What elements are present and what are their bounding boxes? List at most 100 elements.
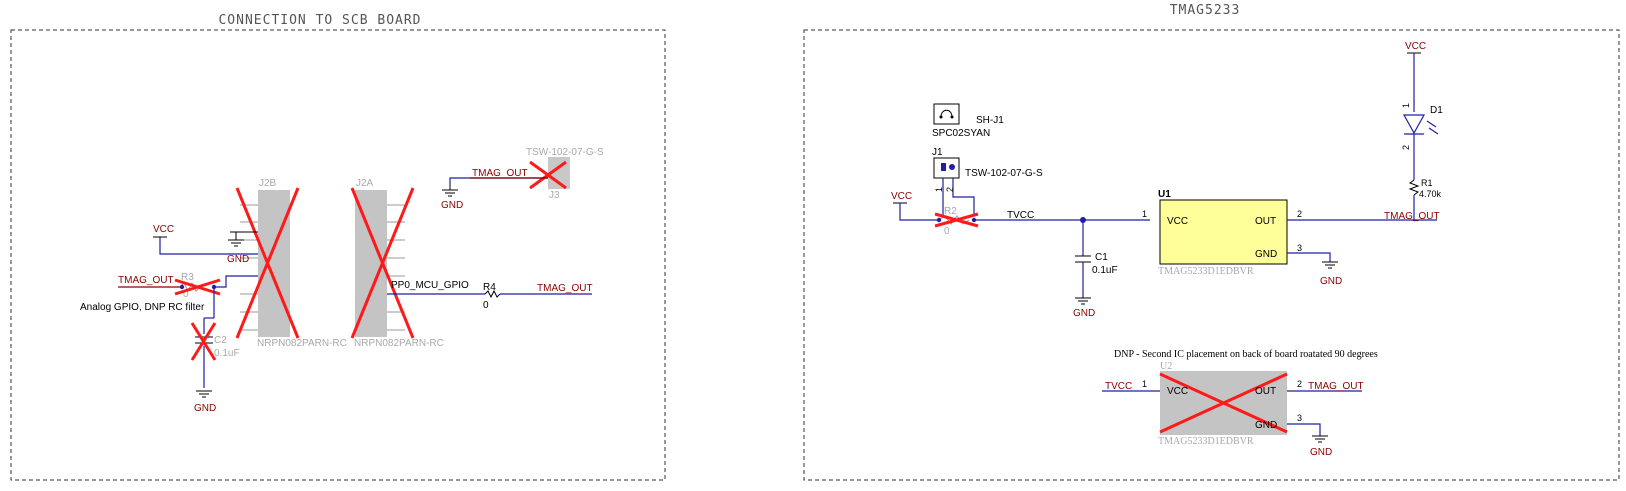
- c1-value-label: 0.1uF: [1092, 265, 1118, 276]
- wire-vcc-j2b: [159, 237, 258, 255]
- c2-value-label: 0.1uF: [214, 348, 240, 359]
- r2-value-label: 0: [944, 226, 950, 237]
- vcc-label-d1: VCC: [1405, 41, 1426, 52]
- r1-value-label: 4.70k: [1419, 189, 1442, 199]
- d1-ref-label: D1: [1430, 105, 1443, 116]
- r2-resistor[interactable]: [934, 212, 979, 228]
- wire-r3-j2b: [213, 275, 258, 318]
- u2-dnp-cross: [1159, 372, 1288, 434]
- u1-vcc-pin: VCC: [1167, 216, 1188, 227]
- analog-gpio-note: Analog GPIO, DNP RC filter: [80, 302, 205, 313]
- j3-ref-label: J3: [549, 190, 560, 201]
- c2-capacitor[interactable]: [190, 318, 217, 388]
- wire-u2-gnd: [1287, 423, 1321, 436]
- r1-resistor[interactable]: [1408, 179, 1420, 196]
- u2-gnd-pin: GND: [1255, 420, 1277, 431]
- wire-vcc-r2: [899, 203, 939, 221]
- u1-tmag-net: TMAG_OUT: [1384, 211, 1440, 222]
- j3-dnp-cross: [529, 160, 567, 190]
- j2b-ref-label: J2B: [259, 178, 277, 189]
- j2a-part-label: NRPN082PARN-RC: [354, 338, 444, 349]
- u1-out-pin: OUT: [1255, 216, 1276, 227]
- j3-header[interactable]: TSW-102-07-G-S J3: [526, 147, 604, 201]
- right-section-title: TMAG5233: [1170, 3, 1241, 18]
- d1-pin1: 1: [1401, 103, 1411, 108]
- dnp-note: DNP - Second IC placement on back of boa…: [1114, 349, 1378, 360]
- u1-ic[interactable]: [1159, 199, 1288, 265]
- gnd-symbol-c2: [196, 390, 212, 398]
- c2-dnp-cross: [190, 322, 217, 361]
- r3-ref-label: R3: [181, 272, 194, 283]
- gnd-label-c2: GND: [194, 403, 216, 414]
- u2-ref-label: U2: [1160, 361, 1172, 372]
- gnd-label-u1: GND: [1320, 276, 1342, 287]
- gnd-label-u2: GND: [1310, 447, 1332, 458]
- gnd-symbol-j2b: [228, 232, 244, 247]
- d1-led[interactable]: [1402, 114, 1439, 135]
- u2-pin1-num: 1: [1142, 379, 1147, 389]
- wire-u1-gnd: [1287, 252, 1331, 262]
- u2-ic[interactable]: [1159, 371, 1288, 435]
- j2b-part-label: NRPN082PARN-RC: [257, 338, 347, 349]
- pp0-net-label: PP0_MCU_GPIO: [391, 280, 469, 291]
- u1-pin3-num: 3: [1297, 243, 1302, 253]
- u2-tmag-net: TMAG_OUT: [1308, 381, 1364, 392]
- j2a-ref-label: J2A: [356, 178, 374, 189]
- r4-value-label: 0: [483, 300, 489, 311]
- vcc-label-r2: VCC: [891, 191, 912, 202]
- vcc-label-left: VCC: [153, 224, 174, 235]
- j3-part-label: TSW-102-07-G-S: [526, 147, 604, 158]
- gnd-symbol-c1: [1075, 297, 1091, 305]
- j1-header[interactable]: [933, 157, 960, 179]
- r4-tmag-net: TMAG_OUT: [537, 283, 593, 294]
- j2b-dnp-cross: [235, 187, 300, 339]
- c1-capacitor[interactable]: [1075, 255, 1091, 263]
- shj1-part-label: SPC02SYAN: [932, 128, 990, 139]
- u2-pin2-num: 2: [1297, 379, 1302, 389]
- left-section-title: CONNECTION TO SCB BOARD: [218, 13, 421, 28]
- gnd-label-c1: GND: [1073, 308, 1095, 319]
- r1-ref-label: R1: [1421, 178, 1433, 188]
- r2-ref-label: R2: [944, 206, 957, 217]
- u2-out-pin: OUT: [1255, 386, 1276, 397]
- r4-ref-label: R4: [483, 282, 496, 293]
- j1-pin2: 2: [945, 187, 955, 192]
- r3-value-label: 0: [183, 289, 189, 300]
- r3-dnp-cross: [174, 278, 221, 296]
- left-section-frame: [10, 29, 666, 481]
- u2-part-label: TMAG5233D1EDBVR: [1158, 436, 1254, 447]
- j3-tmag-net: TMAG_OUT: [472, 168, 528, 179]
- c1-ref-label: C1: [1095, 252, 1108, 263]
- shj1-ref-label: SH-J1: [976, 115, 1004, 126]
- right-section-frame: [803, 29, 1620, 481]
- u1-pin2-num: 2: [1297, 209, 1302, 219]
- r2-dnp-cross: [934, 212, 979, 228]
- u1-part-label: TMAG5233D1EDBVR: [1158, 266, 1254, 277]
- gnd-symbol-u1: [1322, 261, 1338, 269]
- u1-pin1-num: 1: [1142, 209, 1147, 219]
- c2-ref-label: C2: [214, 335, 227, 346]
- gnd-symbol-j3: [442, 184, 458, 197]
- u2-vcc-pin: VCC: [1167, 386, 1188, 397]
- r3-tmag-net: TMAG_OUT: [118, 275, 174, 286]
- gnd-label-j2b: GND: [227, 254, 249, 265]
- gnd-label-j3: GND: [441, 200, 463, 211]
- shj1-shunt[interactable]: [933, 103, 960, 125]
- tvcc-net-label: TVCC: [1007, 210, 1034, 221]
- j2b-connector[interactable]: [235, 187, 300, 339]
- gnd-symbol-u2: [1312, 435, 1328, 443]
- u2-pin3-num: 3: [1297, 413, 1302, 423]
- j1-ref-label: J1: [932, 147, 943, 158]
- d1-pin2: 2: [1401, 145, 1411, 150]
- j1-pin1: 1: [934, 187, 944, 192]
- j2a-dnp-cross: [350, 187, 415, 339]
- u1-ref-label: U1: [1158, 189, 1171, 200]
- wire-j1-pins: [942, 178, 975, 216]
- r4-resistor[interactable]: [484, 289, 501, 299]
- u1-gnd-pin: GND: [1255, 249, 1277, 260]
- j1-part-label: TSW-102-07-G-S: [965, 168, 1043, 179]
- j2a-connector[interactable]: [350, 187, 415, 339]
- r3-resistor[interactable]: [174, 278, 221, 296]
- u2-tvcc-net: TVCC: [1105, 381, 1132, 392]
